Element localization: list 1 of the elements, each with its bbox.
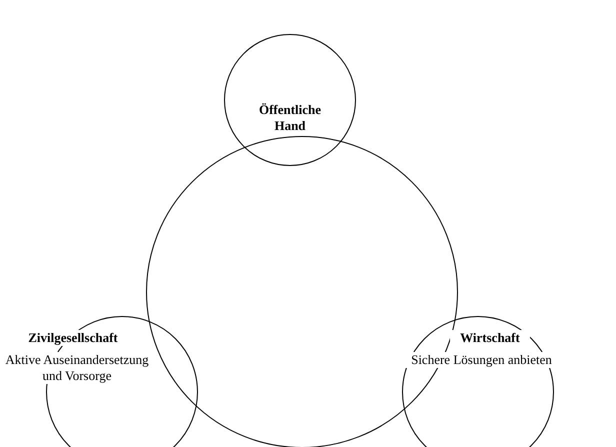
lobe-circle bbox=[224, 34, 356, 166]
